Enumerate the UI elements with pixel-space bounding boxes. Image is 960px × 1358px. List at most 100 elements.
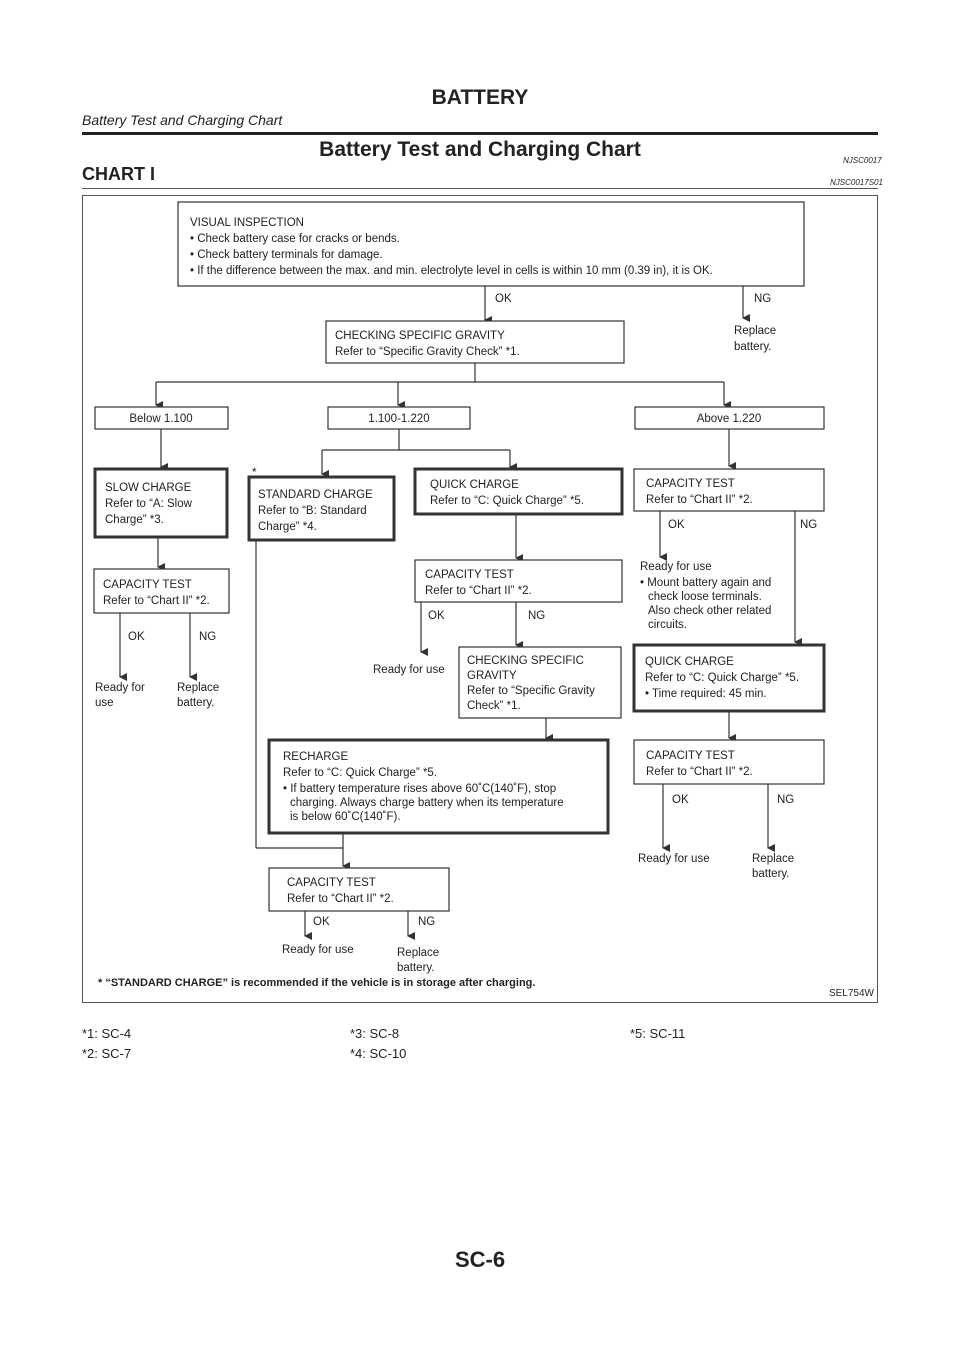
cap-title: CAPACITY TEST — [646, 750, 735, 762]
gravity-title: CHECKING SPECIFIC GRAVITY — [335, 330, 505, 342]
visual-line: • If the difference between the max. and… — [190, 265, 713, 277]
cap-title: CAPACITY TEST — [287, 877, 376, 889]
standard-title: STANDARD CHARGE — [258, 489, 373, 501]
ok-label: OK — [313, 916, 330, 928]
asterisk: * — [252, 467, 257, 479]
footnote-ref: *3: SC-8 — [350, 1026, 400, 1041]
replace-left: Replace — [177, 682, 219, 694]
standard-charge-box — [247, 475, 396, 542]
ready-right: circuits. — [648, 619, 687, 631]
ok-label: OK — [495, 293, 512, 305]
ng-label: NG — [800, 519, 817, 531]
cap-text: Refer to “Chart II” *2. — [287, 893, 394, 905]
ng-label: NG — [418, 916, 435, 928]
recharge-box — [267, 738, 610, 835]
quick-text: Refer to “C: Quick Charge” *5. — [430, 495, 584, 507]
replace-bottom: battery. — [397, 962, 435, 974]
ready-right: Also check other related — [648, 605, 771, 617]
visual-inspection-box — [177, 201, 805, 287]
capacity-test-box — [633, 739, 825, 785]
capacity-test-box — [268, 867, 450, 912]
slow-title: SLOW CHARGE — [105, 482, 192, 494]
ng-label: NG — [528, 610, 545, 622]
cap-text: Refer to “Chart II” *2. — [646, 766, 753, 778]
replace-label: battery. — [734, 341, 772, 353]
ng-label: NG — [754, 293, 771, 305]
gravity2-text: Check” *1. — [467, 700, 521, 712]
footnote-ref: *5: SC-11 — [630, 1026, 686, 1041]
cap-text: Refer to “Chart II” *2. — [646, 494, 753, 506]
cap-title: CAPACITY TEST — [103, 579, 192, 591]
figure-id: SEL754W — [829, 988, 875, 999]
header-title: BATTERY — [431, 86, 529, 109]
cap-title: CAPACITY TEST — [425, 569, 514, 581]
cap-text: Refer to “Chart II” *2. — [103, 595, 210, 607]
standard-text: Refer to “B: Standard — [258, 505, 367, 517]
gravity-text: Refer to “Specific Gravity Check” *1. — [335, 346, 520, 358]
slow-text: Refer to “A: Slow — [105, 498, 193, 510]
quick2-text: • Time required: 45 min. — [645, 688, 767, 700]
ok-label: OK — [672, 794, 689, 806]
ready-for-use: Ready for use — [282, 944, 354, 956]
ready-left: use — [95, 697, 114, 709]
capacity-test-box — [414, 559, 623, 603]
section-rule — [82, 188, 878, 189]
ready-left: Ready for — [95, 682, 145, 694]
gravity2-title: GRAVITY — [467, 670, 517, 682]
header-rule — [82, 132, 878, 135]
ready-for-use: Ready for use — [638, 853, 710, 865]
ready-right: Ready for use — [640, 561, 712, 573]
recharge-text: Refer to “C: Quick Charge” *5. — [283, 767, 437, 779]
cap-text: Refer to “Chart II” *2. — [425, 585, 532, 597]
ng-label: NG — [199, 631, 216, 643]
quick-title: QUICK CHARGE — [430, 479, 519, 491]
standard-text: Charge” *4. — [258, 521, 317, 533]
section-code: NJSC0017 — [843, 156, 882, 165]
mid-label: 1.100-1.220 — [368, 413, 429, 425]
below-label: Below 1.100 — [129, 413, 192, 425]
footnote-ref: *4: SC-10 — [350, 1046, 407, 1061]
recharge-text: is below 60˚C(140˚F). — [290, 811, 401, 823]
page-number: SC-6 — [454, 1247, 506, 1272]
quick-charge-box — [413, 467, 624, 516]
replace-label: Replace — [734, 325, 776, 337]
recharge-text: charging. Always charge battery when its… — [290, 797, 564, 809]
footnote-ref: *2: SC-7 — [82, 1046, 132, 1061]
replace-right: Replace — [752, 853, 794, 865]
ok-label: OK — [668, 519, 685, 531]
gravity2-text: Refer to “Specific Gravity — [467, 685, 595, 697]
header-subtitle: Battery Test and Charging Chart — [82, 112, 283, 128]
cap-title: CAPACITY TEST — [646, 478, 735, 490]
flowchart-frame — [82, 195, 878, 1003]
quick-charge-box-2 — [632, 643, 826, 713]
slow-text: Charge” *3. — [105, 514, 164, 526]
slow-charge-box — [93, 467, 229, 539]
visual-line: • Check battery case for cracks or bends… — [190, 233, 400, 245]
specific-gravity-box — [325, 320, 625, 364]
above-label: Above 1.220 — [697, 413, 762, 425]
flow-footnote: * “STANDARD CHARGE” is recommended if th… — [98, 977, 535, 989]
capacity-test-box — [93, 568, 230, 614]
ready-right: check loose terminals. — [648, 591, 762, 603]
quick2-title: QUICK CHARGE — [645, 656, 734, 668]
visual-title: VISUAL INSPECTION — [190, 217, 304, 229]
replace-bottom: Replace — [397, 947, 439, 959]
replace-left: battery. — [177, 697, 215, 709]
capacity-test-box — [633, 468, 825, 512]
specific-gravity-box-2 — [458, 646, 622, 719]
footnote-ref: *1: SC-4 — [82, 1026, 132, 1041]
chart-code: NJSC0017S01 — [830, 178, 883, 187]
ok-label: OK — [128, 631, 145, 643]
chart-label: CHART I — [82, 164, 155, 184]
section-title: Battery Test and Charging Chart — [319, 138, 641, 161]
recharge-text: • If battery temperature rises above 60˚… — [283, 783, 556, 795]
replace-right: battery. — [752, 868, 790, 880]
ready-right: • Mount battery again and — [640, 577, 771, 589]
ok-label: OK — [428, 610, 445, 622]
visual-line: • Check battery terminals for damage. — [190, 249, 383, 261]
ready-for-use: Ready for use — [373, 664, 445, 676]
gravity2-title: CHECKING SPECIFIC — [467, 655, 584, 667]
ng-label: NG — [777, 794, 794, 806]
quick2-text: Refer to “C: Quick Charge” *5. — [645, 672, 799, 684]
